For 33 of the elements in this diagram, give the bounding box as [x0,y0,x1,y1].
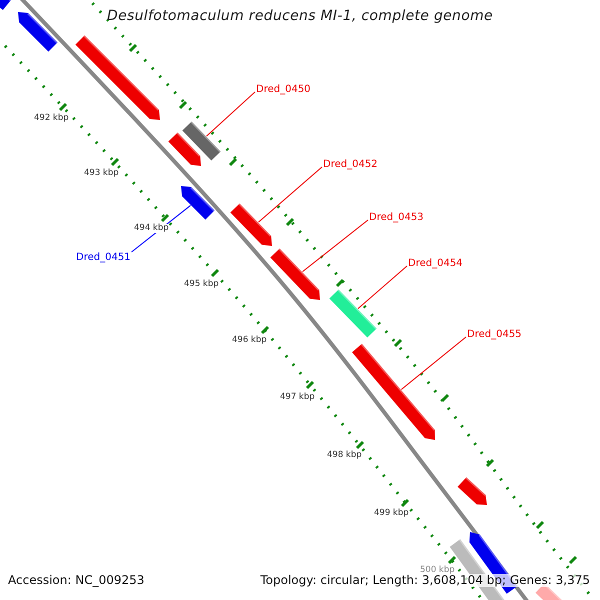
footer-text: Topology: circular; Length: 3,608,104 bp; Genes: 3,375 [260,574,590,588]
scale-label: 493 kbp [84,169,119,178]
gene-feature [168,131,202,166]
gene-label: Dred_0450 [256,84,311,95]
gene-label: Dred_0454 [408,258,463,269]
gene-feature [75,34,160,120]
scale-label: 499 kbp [374,509,409,518]
gene-feature [458,476,487,505]
scale-label: 494 kbp [134,224,169,234]
gene-label: Dred_0455 [467,329,522,340]
leader-line [302,220,368,272]
gene-feature [181,186,216,220]
gene-feature [329,288,378,338]
scale-label: 498 kbp [327,451,362,460]
scale-label: 495 kbp [184,280,219,290]
leader-line [206,92,256,137]
gene-label: Dred_0453 [369,212,424,223]
scale-label: 496 kbp [232,336,267,346]
gene-feature [230,202,272,246]
gene-feature [352,342,436,440]
scale-label: 497 kbp [280,393,315,402]
gene-feature [270,247,320,300]
leader-line [400,336,466,390]
gene-feature [0,0,12,10]
leader-line [358,266,408,310]
gene-label: Dred_0451 [76,252,131,263]
gene-feature [182,120,222,161]
diagram-title: Desulfotomaculum reducens MI-1, complete genome [106,9,494,24]
leader-line [258,166,322,223]
footer-text: Accession: NC_009253 [8,574,144,588]
scale-label: 492 kbp [34,114,69,124]
gene-feature [18,12,59,52]
gene-label: Dred_0452 [323,159,378,170]
